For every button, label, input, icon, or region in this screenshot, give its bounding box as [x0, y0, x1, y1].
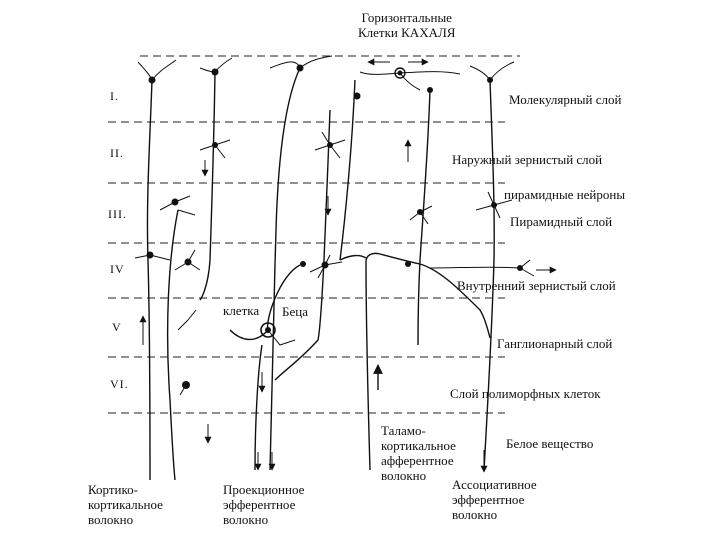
- projection-efferent-fiber: [229, 55, 356, 471]
- diagram-title: Горизонтальные Клетки КАХАЛЯ: [358, 10, 455, 40]
- layer-label-1: I.: [110, 89, 119, 103]
- fiber-label-line: эфферентное: [223, 497, 296, 512]
- layer-label-5: V: [112, 320, 122, 334]
- layer-label-3: III.: [108, 207, 127, 221]
- fiber-label-line: Ассоциативное: [452, 477, 537, 492]
- cajal-and-thalamic-fibers: [339, 58, 461, 471]
- fiber-label-line: кортикальное: [381, 438, 456, 453]
- fiber-label-line: волокно: [88, 512, 134, 527]
- cortico-cortical-fiber: [134, 57, 233, 481]
- fiber-label-line: афферентное: [381, 453, 454, 468]
- layer-name-pyramidal-neurons: пирамидные нейроны: [504, 187, 626, 202]
- fiber-label-line: Проекционное: [223, 482, 305, 497]
- layer-name-outer-granular: Наружный зернистый слой: [452, 152, 603, 167]
- title-line: Клетки КАХАЛЯ: [358, 25, 456, 40]
- fiber-label-line: волокно: [452, 507, 498, 522]
- layer-name-pyramidal: Пирамидный слой: [510, 214, 613, 229]
- layer-label-6: VI.: [110, 377, 129, 391]
- fiber-label-thalamo-cortical: Таламо- кортикальное афферентное волокно: [381, 423, 456, 483]
- fiber-label-associative-efferent: Ассоциативное эфферентное волокно: [452, 477, 537, 522]
- associative-efferent-fiber: [419, 61, 557, 473]
- layer-name-white-matter: Белое вещество: [506, 436, 594, 451]
- fiber-label-line: волокно: [381, 468, 427, 483]
- betz-label-cell: клетка: [223, 303, 260, 318]
- fiber-label-line: кортикальное: [88, 497, 163, 512]
- layer-boundaries: [108, 55, 520, 414]
- title-line: Горизонтальные: [361, 10, 452, 25]
- layer-name-inner-granular: Внутренний зернистый слой: [457, 278, 616, 293]
- layer-label-2: II.: [110, 146, 124, 160]
- layer-name-polymorphic: Слой полиморфных клеток: [450, 386, 601, 401]
- layer-name-ganglionic: Ганглионарный слой: [497, 336, 613, 351]
- layer-name-molecular: Молекулярный слой: [509, 92, 622, 107]
- fiber-label-projection-efferent: Проекционное эфферентное волокно: [223, 482, 304, 527]
- cajal-cell-soma: [394, 67, 406, 79]
- fiber-label-line: Таламо-: [381, 423, 426, 438]
- fiber-label-line: Кортико-: [88, 482, 138, 497]
- fiber-label-line: волокно: [223, 512, 269, 527]
- fiber-label-line: эфферентное: [452, 492, 525, 507]
- betz-cell-soma: [260, 322, 276, 338]
- fiber-label-cortico-cortical: Кортико- кортикальное волокно: [88, 482, 163, 527]
- betz-label-name: Беца: [282, 304, 308, 319]
- layer-label-4: IV: [110, 262, 125, 276]
